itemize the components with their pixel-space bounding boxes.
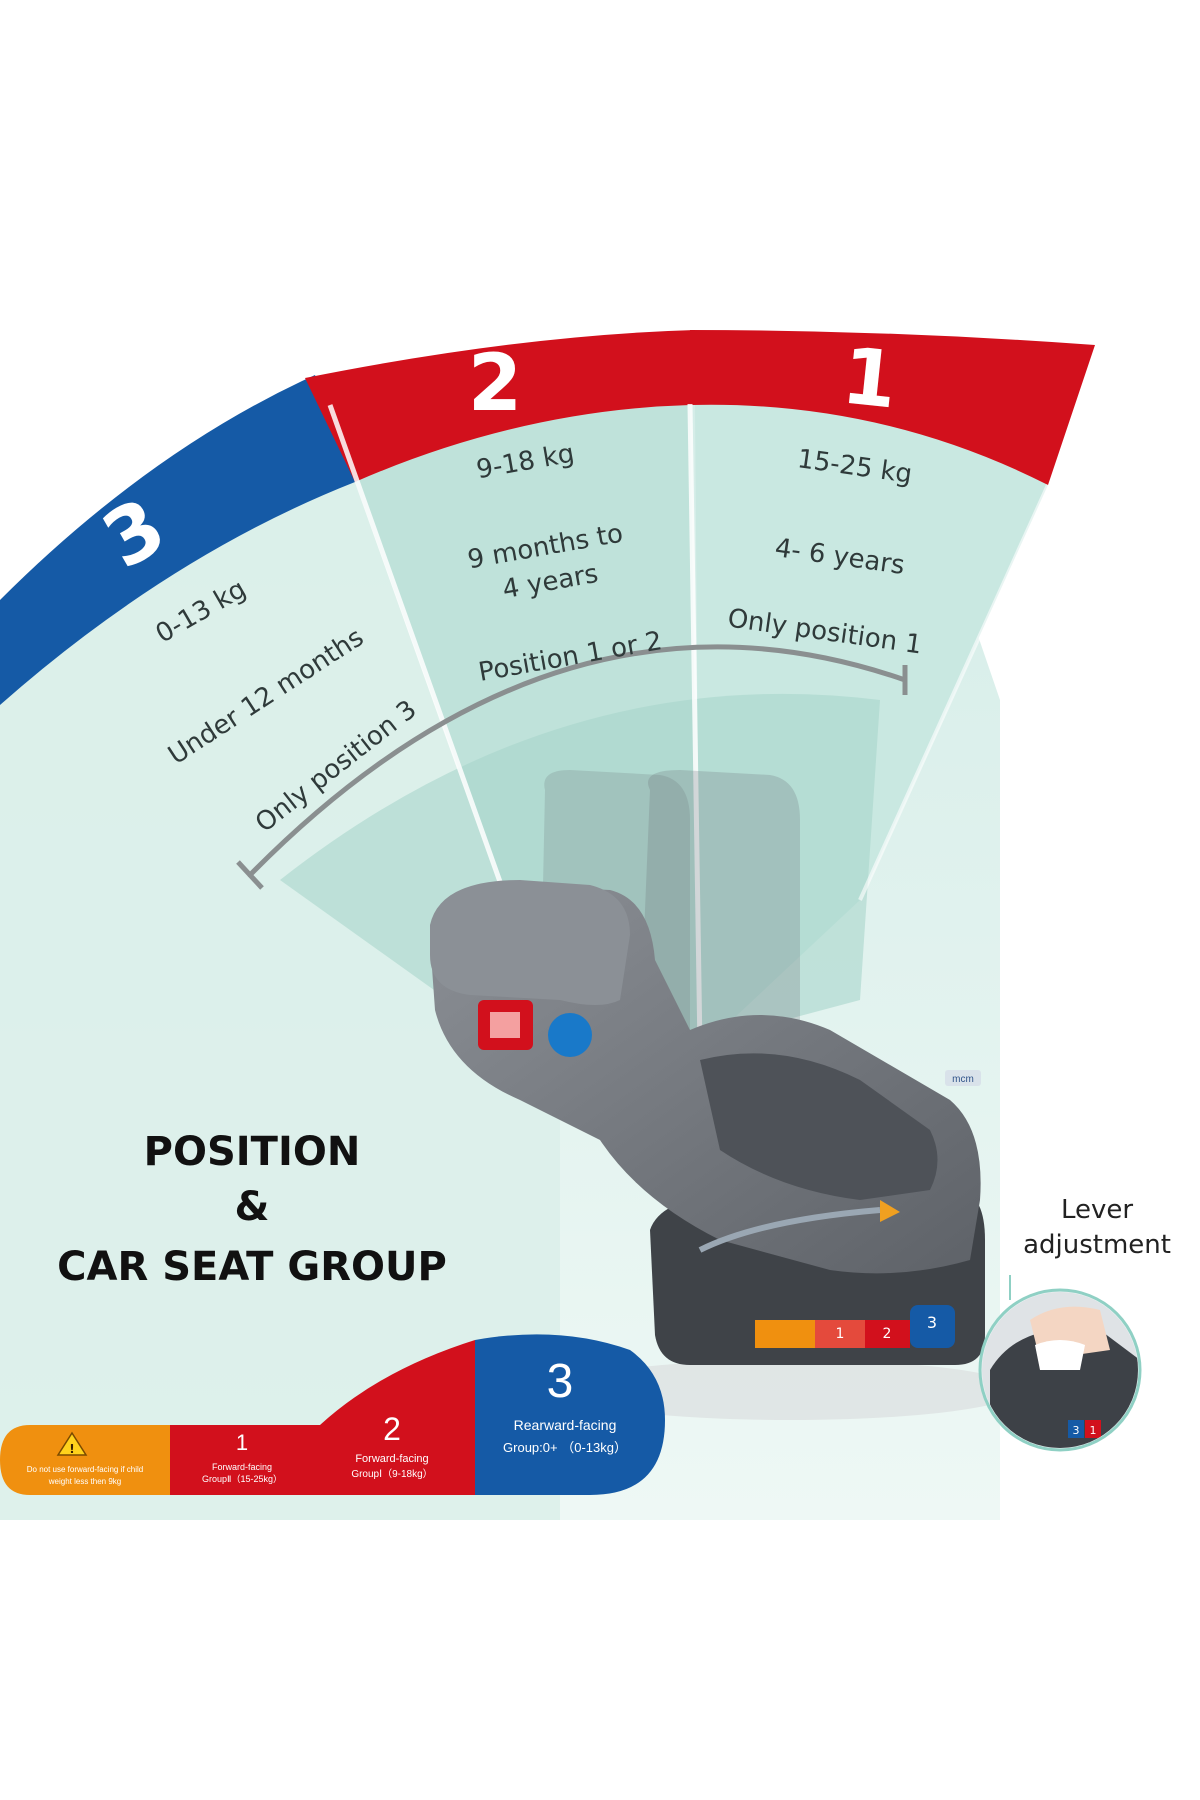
- mini-badge-1: [815, 1320, 865, 1348]
- title-line-1: POSITION: [144, 1129, 361, 1175]
- group-number-2: 2: [468, 339, 522, 429]
- bar-seg1-line2: GroupⅡ（15-25kg）: [202, 1474, 282, 1484]
- position-arc: [247, 644, 908, 878]
- bar-seg3-line2: Group:0+ （0-13kg）: [503, 1440, 627, 1455]
- ring-group-2: [305, 330, 695, 482]
- mini-badge-1-number: 1: [836, 1326, 845, 1342]
- fan-chart: [0, 330, 1095, 1520]
- mini-badge-2-number: 2: [883, 1326, 892, 1342]
- inset-badge-3: [1068, 1420, 1084, 1438]
- ring-group-3: [0, 375, 355, 705]
- bar-seg3-line1: Rearward-facing: [514, 1417, 617, 1433]
- bottom-bar-blue: [475, 1334, 665, 1495]
- inset-badge-3-number: 3: [1073, 1424, 1080, 1437]
- svg-text:!: !: [69, 1442, 74, 1456]
- title-line-3: CAR SEAT GROUP: [57, 1244, 447, 1290]
- seat-cushion: [700, 1053, 938, 1200]
- warning-icon: [56, 1431, 88, 1456]
- lever-label-line-1: Lever: [1061, 1195, 1133, 1225]
- mini-badge-3-number: 3: [927, 1313, 937, 1332]
- inset-badge-1-number: 1: [1090, 1424, 1097, 1437]
- bar-seg2-line1: Forward-facing: [355, 1453, 428, 1465]
- lever-label-line-2: adjustment: [1023, 1230, 1171, 1260]
- seat-label: mcm: [952, 1074, 974, 1085]
- sector-3: [0, 410, 560, 1520]
- bar-seg3-number: 3: [547, 1355, 574, 1408]
- bottom-bar: ! Do not use forward-facing if child wei…: [0, 1334, 665, 1495]
- car-seat-illustration: mcm 1 2 3: [430, 770, 1020, 1420]
- title-line-2: &: [235, 1184, 270, 1230]
- recline-arrow: [698, 1207, 881, 1253]
- bottom-bar-red-1: [170, 1425, 320, 1495]
- warning-line-2: weight less then 9kg: [48, 1477, 122, 1486]
- recline-button: [548, 1013, 592, 1057]
- seat-headrest: [430, 880, 630, 1005]
- mini-badge-2: [865, 1320, 910, 1348]
- bottom-bar-red-2: [320, 1340, 475, 1495]
- mini-badge-3: [910, 1305, 955, 1348]
- group-number-1: 1: [838, 331, 901, 426]
- mini-badge-warning: [755, 1320, 815, 1348]
- bar-seg2-line2: GroupⅠ（9-18kg）: [351, 1468, 432, 1480]
- bar-seg2-number: 2: [383, 1411, 401, 1447]
- ghost-seat-1: [640, 770, 800, 1030]
- ring-group-1: [690, 330, 1095, 485]
- seat-label-tag: [945, 1070, 981, 1086]
- bar-seg1-number: 1: [236, 1430, 248, 1455]
- bar-seg1-line1: Forward-facing: [212, 1462, 272, 1472]
- arc-cap-left: [236, 860, 264, 890]
- lever-inset: 3 1: [978, 1288, 1142, 1452]
- warning-line-1: Do not use forward-facing if child: [27, 1465, 144, 1474]
- bottom-bar-orange: [0, 1425, 170, 1495]
- inset-badge-1: [1085, 1420, 1101, 1438]
